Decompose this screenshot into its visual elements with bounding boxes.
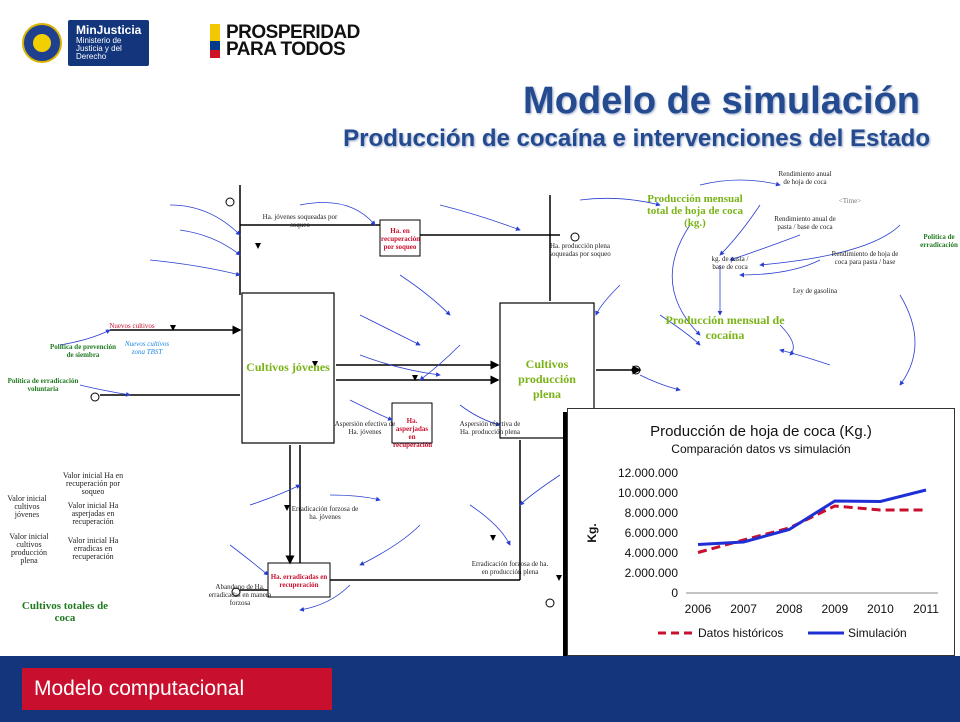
- footer-label: Modelo computacional: [22, 668, 332, 710]
- node-aspersion-plena: Aspersión efectiva de Ha. producción ple…: [459, 420, 521, 436]
- minjusticia-logo: MinJusticia Ministerio de Justicia y del…: [22, 20, 150, 66]
- node-aspersion-jovenes: Aspersión efectiva de Ha. jóvenes: [334, 420, 396, 436]
- x-tick-label: 2011: [913, 602, 939, 616]
- node-politica-erradicacion-right: Política de erradicación: [920, 233, 958, 249]
- chart-title: Producción de hoja de coca (Kg.): [650, 423, 872, 440]
- node-valor-inicial-plena: Valor inicial cultivos producción plena: [9, 532, 49, 565]
- node-prod-pasta: Rendimiento de hoja de coca para pasta /…: [831, 250, 899, 266]
- box-asperjadas: Ha. asperjadas en recuperación: [393, 417, 433, 449]
- box-recuperacion-soqueo: Ha. en recuperación por soqueo: [381, 227, 421, 251]
- y-tick-label: 6.000.000: [625, 526, 679, 540]
- flag-icon: [210, 24, 220, 58]
- node-erradicacion-forzosa-plena: Erradicación forzosa de ha. en producció…: [471, 560, 549, 576]
- node-valor-inicial-asper: Valor inicial Ha asperjadas en recuperac…: [67, 501, 119, 526]
- y-tick-label: 10.000.000: [618, 486, 678, 500]
- y-tick-label: 8.000.000: [625, 506, 679, 520]
- prosperidad-line2: PARA TODOS: [226, 39, 346, 60]
- node-ley-gasolina: Ley de gasolina: [792, 287, 838, 295]
- box-erradicadas: Ha. erradicadas en recuperación: [270, 573, 328, 589]
- prosperidad-line1: PROSPERIDAD: [226, 22, 360, 43]
- stock-flow-diagram: Cultivos jóvenes Cultivos producción ple…: [0, 165, 960, 645]
- node-rend-pasta: Rendimiento anual de pasta / base de coc…: [774, 215, 836, 231]
- legend-label: Simulación: [848, 626, 907, 640]
- label-produccion-hoja: Producción mensual total de hoja de coca…: [647, 193, 743, 229]
- x-tick-label: 2008: [776, 602, 803, 616]
- stock-cultivos-plena: Cultivos producción plena: [518, 357, 576, 401]
- node-erradicacion-forzosa: Erradicación forzosa de ha. jóvenes: [291, 505, 359, 521]
- chart-panel: Producción de hoja de coca (Kg.) Compara…: [567, 408, 955, 656]
- y-axis-label: Kg.: [585, 523, 599, 542]
- node-kg-pasta: kg. de pasta / base de coca: [711, 255, 749, 271]
- node-nuevos-cultivos: Nuevos cultivos: [109, 322, 155, 330]
- legend-label: Datos históricos: [698, 626, 783, 640]
- node-nuevos-zona: Nuevos cultivos zona TBST: [124, 340, 170, 356]
- minjusticia-badge: MinJusticia Ministerio de Justicia y del…: [68, 20, 150, 66]
- y-tick-label: 2.000.000: [625, 566, 679, 580]
- y-tick-label: 4.000.000: [625, 546, 679, 560]
- x-tick-label: 2010: [867, 602, 894, 616]
- node-valor-inicial-err: Valor inicial Ha erradicas en recuperaci…: [67, 536, 119, 561]
- node-politica-erradicacion: Política de erradicación voluntaria: [7, 377, 79, 393]
- series-line-simulacion: [697, 488, 927, 546]
- slide-title: Modelo de simulación: [523, 80, 920, 122]
- node-politica-prevencion: Política de prevención de siembra: [50, 343, 116, 359]
- y-tick-label: 0: [671, 586, 678, 600]
- y-tick-label: 12.000.000: [618, 466, 678, 480]
- slide-subtitle: Producción de cocaína e intervenciones d…: [343, 125, 930, 152]
- node-abandono: Abandono de Ha. erradicadas en manera fo…: [208, 583, 272, 607]
- node-valor-inicial-recup: Valor inicial Ha en recuperación por soq…: [62, 471, 124, 496]
- ministry-name: MinJusticia: [76, 23, 142, 37]
- label-cultivos-totales: Cultivos totales de coca: [21, 600, 109, 624]
- node-ha-jovenes-soqueo: Ha. jóvenes soqueadas por soqueo: [262, 213, 338, 229]
- x-tick-label: 2009: [821, 602, 848, 616]
- node-valor-inicial-jovenes: Valor inicial cultivos jóvenes: [7, 494, 47, 519]
- chart-svg: 0 2.000.000 4.000.000 6.000.000 8.000.000 10.…: [585, 466, 939, 640]
- node-rend-hoja: Rendimiento anual de hoja de coca: [778, 170, 832, 186]
- label-produccion-cocaina: Producción mensual de cocaína: [665, 313, 785, 342]
- ministry-subtitle: Ministerio de Justicia y del Derecho: [76, 35, 122, 62]
- node-time: <Time>: [838, 197, 862, 205]
- x-tick-label: 2007: [730, 602, 757, 616]
- x-tick-label: 2006: [685, 602, 712, 616]
- prosperidad-logo: PROSPERIDAD PARA TODOS: [210, 22, 360, 60]
- stock-cultivos-jovenes: Cultivos jóvenes: [246, 360, 330, 374]
- series-line-datos-historicos: [697, 504, 926, 554]
- diagram-arrows: [59, 179, 916, 612]
- node-ha-plena-soqueo: Ha. producción plena soqueadas por soque…: [549, 242, 611, 258]
- chart-subtitle: Comparación datos vs simulación: [671, 442, 851, 456]
- colombia-seal-icon: [22, 22, 62, 63]
